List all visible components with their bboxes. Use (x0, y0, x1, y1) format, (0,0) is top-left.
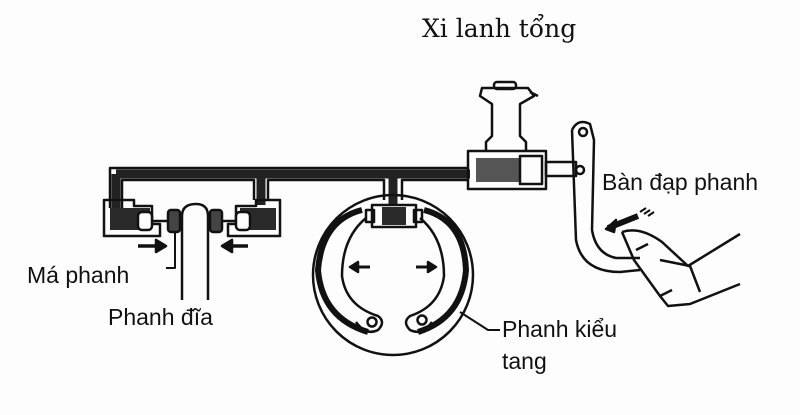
brake-pedal (570, 120, 641, 274)
label-brake-pad: Má phanh (27, 262, 130, 288)
pedal-force-arrow (604, 207, 655, 234)
driver-foot (620, 229, 741, 308)
label-drum-brake-line2: tang (502, 348, 547, 374)
label-master-cylinder: Xi lanh tổng (422, 14, 577, 43)
drum-brake (311, 193, 500, 357)
brake-disc (180, 202, 210, 300)
label-disc-brake: Phanh đĩa (108, 304, 213, 330)
hydraulic-line (108, 166, 470, 212)
master-cylinder (466, 80, 578, 191)
label-drum-brake-line1: Phanh kiểu (502, 316, 618, 342)
disc-brake-caliper (102, 198, 282, 300)
label-brake-pedal: Bàn đạp phanh (602, 169, 759, 195)
